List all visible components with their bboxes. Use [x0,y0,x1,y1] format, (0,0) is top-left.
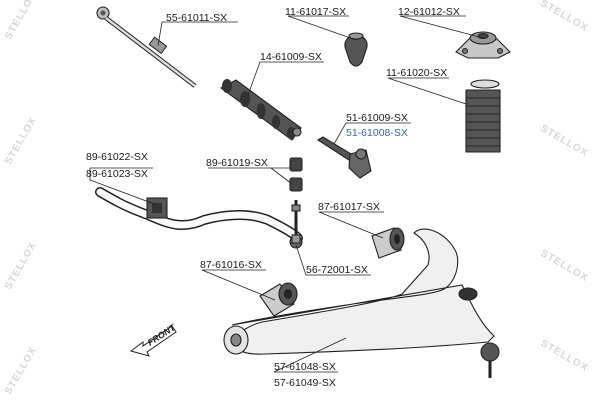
watermark: STELLOX [539,123,591,159]
dust-cover-part [465,79,501,153]
watermark: STELLOX [3,0,39,41]
control-arm-part [223,228,500,378]
part-labels: 55-61011-SX 11-61017-SX 12-61012-SX 14-6… [86,6,460,389]
stabilizer-bushing-part [146,197,168,219]
link-bushings-part [289,157,303,192]
part-label-dust-cover: 11-61020-SX [386,67,447,79]
tie-rod-end-part [316,136,372,179]
part-label-tie-rod-end-highlighted: 51-61008-SX [346,127,408,139]
part-label-control-arm: 57-61048-SX [274,361,336,373]
part-label-tie-rod: 55-61011-SX [166,12,227,24]
rear-bushing-part [371,227,405,259]
part-label-link-bushing: 89-61019-SX [206,157,268,169]
watermark: STELLOX [3,345,39,397]
part-label-stabilizer-link: 56-72001-SX [306,264,368,276]
watermark: STELLOX [539,0,591,34]
stabilizer-bar-part [95,187,303,243]
watermark: STELLOX [3,115,39,167]
part-label-stabilizer-bushing-alt: 89-61023-SX [86,168,148,180]
part-label-front-bushing: 87-61016-SX [200,259,262,271]
watermark: STELLOX [539,248,591,284]
front-label: FRONT [146,322,179,348]
watermark: STELLOX [3,240,39,292]
bump-stop-part [344,32,368,67]
part-label-bump-stop: 11-61017-SX [285,6,346,18]
part-label-tie-rod-end: 51-61009-SX [346,112,408,124]
strut-mount-part [455,31,511,59]
part-label-rear-bushing: 87-61017-SX [318,201,380,213]
part-label-control-arm-alt: 57-61049-SX [274,377,336,389]
front-bushing-part [259,282,298,317]
leader-lines [89,15,484,373]
watermark: STELLOX [539,338,591,374]
stabilizer-link-part [289,200,303,249]
part-label-strut-mount: 12-61012-SX [398,6,460,18]
steering-boot-part [219,79,302,141]
front-direction-arrow: FRONT [129,322,179,357]
part-label-steering-boot: 14-61009-SX [260,51,322,63]
tie-rod-part [96,6,197,88]
part-label-stabilizer-bushing: 89-61022-SX [86,151,148,163]
